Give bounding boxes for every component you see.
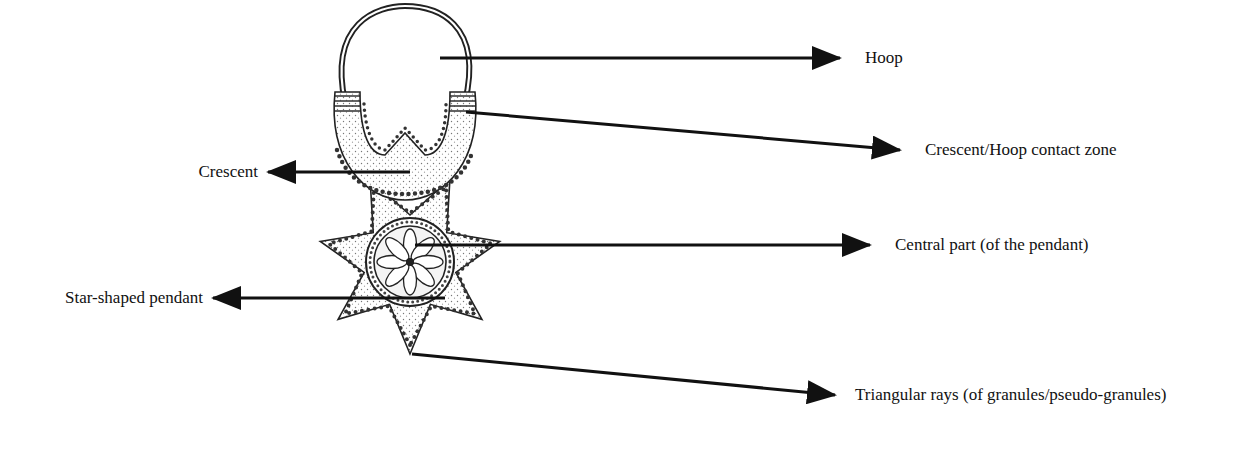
leader-arrows [213, 58, 900, 395]
part-label: Central part (of the pendant) [895, 235, 1089, 255]
part-label: Hoop [865, 48, 903, 68]
part-label: Crescent [199, 162, 258, 182]
star-pendant-drawing [320, 179, 499, 354]
crescent-drawing [334, 92, 476, 200]
part-label: Crescent/Hoop contact zone [925, 140, 1117, 160]
part-label: Triangular rays (of granules/pseudo-gran… [855, 385, 1166, 405]
part-label: Star-shaped pendant [65, 288, 203, 308]
hoop-drawing [342, 6, 470, 102]
